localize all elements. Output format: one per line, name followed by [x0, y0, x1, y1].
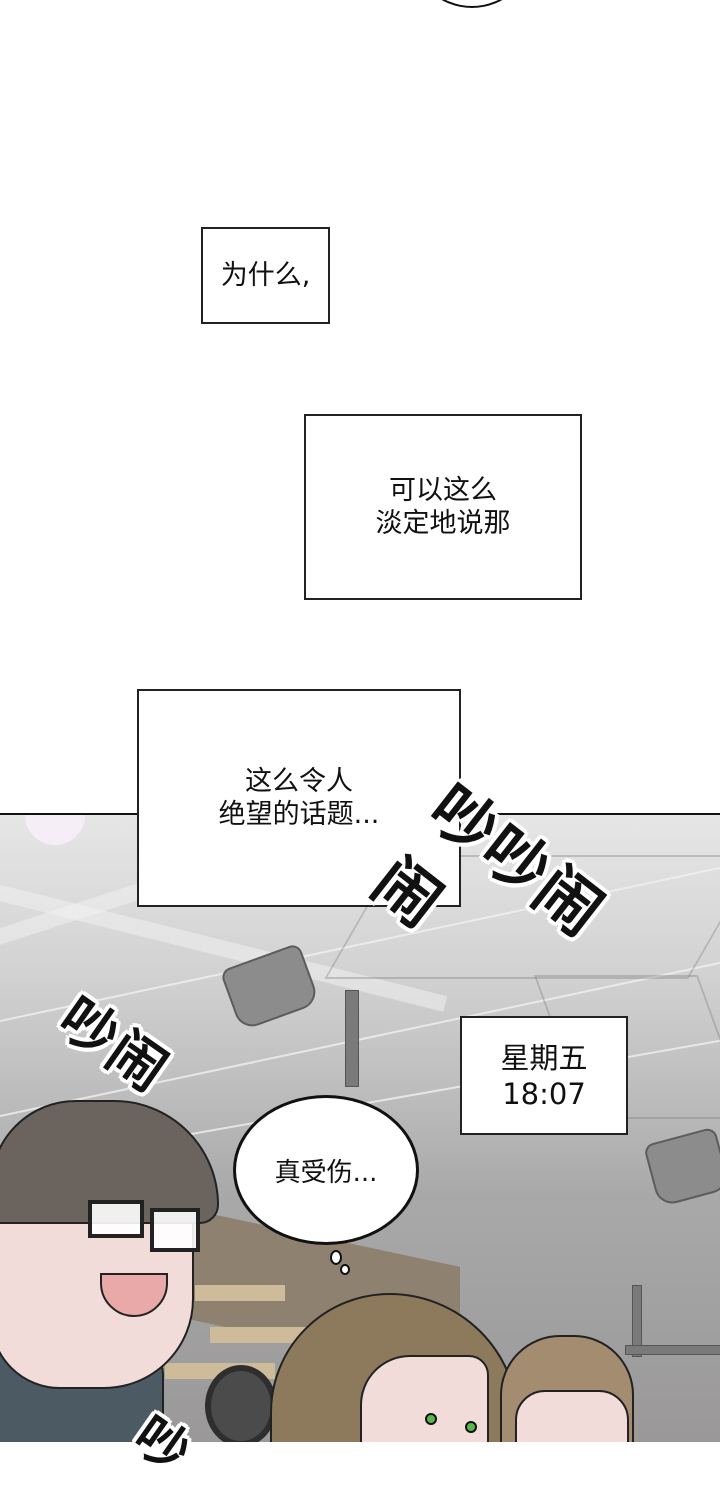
track-rail [625, 1345, 720, 1355]
lamp-pipe [632, 1285, 642, 1357]
wood-plank [195, 1285, 285, 1301]
caption-text: 可以这么 淡定地说那 [375, 475, 511, 539]
time-caption: 星期五 18:07 [460, 1016, 628, 1135]
caption-text: 这么令人 绝望的话题... [218, 766, 380, 830]
narration-caption-2: 可以这么 淡定地说那 [304, 414, 582, 600]
man-glasses [88, 1200, 144, 1238]
thought-dot [330, 1250, 342, 1265]
top-speech-bubble-edge [410, 0, 534, 8]
woman-eye [465, 1421, 477, 1433]
ceiling-light-glow [25, 815, 85, 845]
caption-text: 星期五 18:07 [500, 1040, 588, 1111]
thought-bubble: 真受伤... [233, 1095, 419, 1245]
woman-eye [425, 1413, 437, 1425]
man-glasses [150, 1208, 200, 1252]
narration-caption-1: 为什么, [201, 227, 330, 324]
caption-text: 为什么, [220, 260, 311, 291]
tire [205, 1365, 277, 1442]
thought-dot [340, 1264, 350, 1275]
girl-face [515, 1390, 629, 1442]
narration-caption-3: 这么令人 绝望的话题... [137, 689, 461, 907]
spotlight-lamp [642, 1126, 720, 1208]
lamp-pipe [345, 990, 359, 1087]
bubble-text: 真受伤... [274, 1157, 378, 1188]
